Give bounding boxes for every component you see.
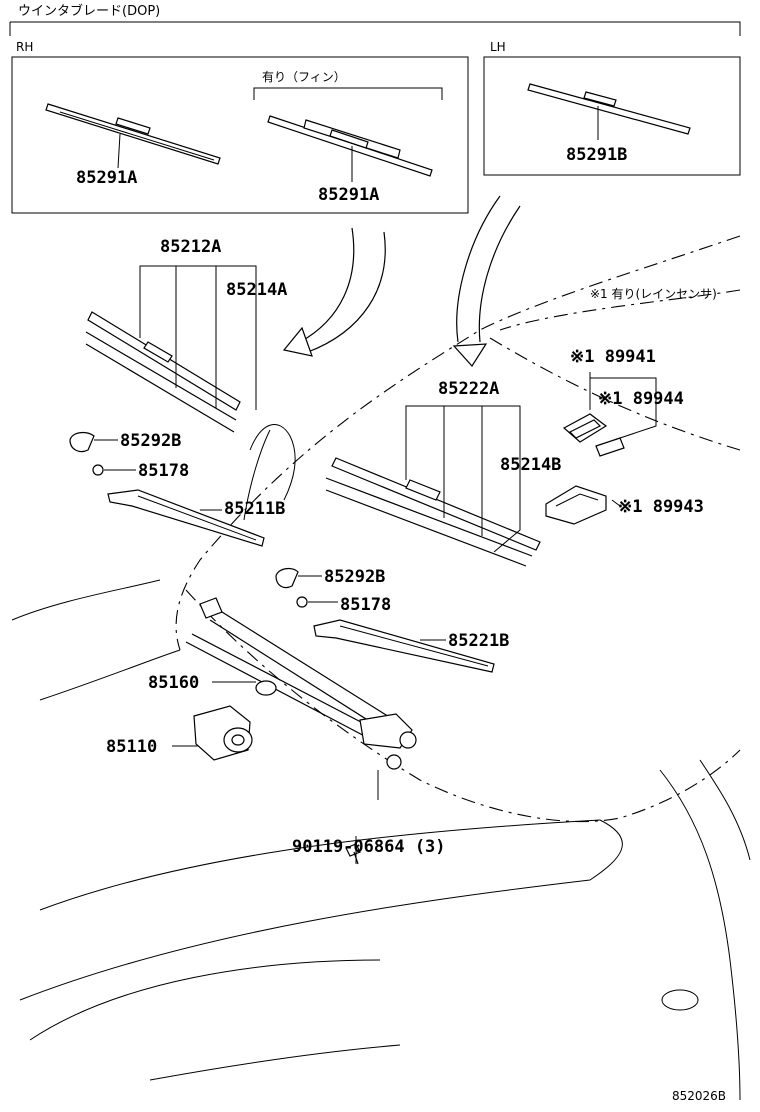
part-89943: ※1 89943 bbox=[618, 497, 704, 517]
blade-rh-fin[interactable] bbox=[267, 115, 433, 177]
part-85214B: 85214B bbox=[500, 455, 561, 475]
part-85292B-1: 85292B bbox=[120, 431, 181, 451]
body-outline bbox=[11, 235, 751, 1101]
mirror-outline bbox=[249, 424, 296, 501]
cowl-edge bbox=[185, 589, 741, 823]
part-85214A: 85214A bbox=[226, 280, 287, 300]
pillar-line bbox=[243, 429, 271, 521]
hood-line-2 bbox=[39, 649, 181, 701]
bracket-89941 bbox=[589, 372, 657, 441]
part-85211B: 85211B bbox=[224, 499, 285, 519]
part-89944: ※1 89944 bbox=[598, 389, 684, 409]
bumper-line bbox=[149, 1044, 401, 1081]
lh-frame bbox=[483, 56, 741, 176]
part-85291A-2: 85291A bbox=[318, 185, 379, 205]
blade-assembly-lh[interactable] bbox=[325, 457, 541, 567]
rain-sensor-parts[interactable] bbox=[545, 413, 625, 525]
lh-box: LH 85291B bbox=[483, 40, 741, 176]
cap-85292B-1[interactable] bbox=[69, 431, 95, 453]
bracket-85212A bbox=[139, 265, 257, 410]
header-bracket bbox=[9, 21, 741, 36]
part-90119: 90119-06864 (3) bbox=[292, 837, 446, 857]
part-85110: 85110 bbox=[106, 737, 157, 757]
lh-label: LH bbox=[490, 40, 506, 54]
windshield-top bbox=[499, 289, 741, 331]
header: ウインタブレード(DOP) bbox=[9, 3, 741, 36]
windshield-right bbox=[489, 337, 741, 451]
fin-bracket bbox=[253, 87, 443, 100]
blade-lh[interactable] bbox=[527, 83, 691, 135]
part-85221B: 85221B bbox=[448, 631, 509, 651]
nut-85178-1[interactable] bbox=[92, 464, 104, 476]
bracket-85222A bbox=[405, 405, 521, 553]
part-85291B: 85291B bbox=[566, 145, 627, 165]
rain-sensor-note: ※1 有り(レインセンサ) bbox=[590, 287, 717, 301]
rh-box: RH 有り（フィン） 85291A 85291A bbox=[11, 40, 469, 214]
rh-frame bbox=[11, 56, 469, 214]
part-85222A: 85222A bbox=[438, 379, 499, 399]
nut-85178-2[interactable] bbox=[296, 596, 308, 608]
blade-assembly-rh[interactable] bbox=[85, 311, 241, 433]
fin-label: 有り（フィン） bbox=[262, 70, 346, 84]
header-title: ウインタブレード(DOP) bbox=[18, 3, 160, 19]
linkage-85160[interactable] bbox=[185, 597, 417, 770]
part-85291A-1: 85291A bbox=[76, 168, 137, 188]
leader-85291A-1 bbox=[117, 133, 121, 169]
part-85178-1: 85178 bbox=[138, 461, 189, 481]
arrow-rh bbox=[282, 227, 386, 357]
part-85292B-2: 85292B bbox=[324, 567, 385, 587]
blade-rh-standard[interactable] bbox=[45, 103, 221, 165]
leader-89943 bbox=[611, 499, 621, 507]
fender-line bbox=[659, 769, 741, 1101]
hood-line-1 bbox=[11, 579, 161, 621]
leader-90119 bbox=[355, 770, 379, 864]
part-89941: ※1 89941 bbox=[570, 347, 656, 367]
arm-85211B[interactable] bbox=[107, 489, 265, 547]
hood-line-4 bbox=[19, 819, 623, 1001]
figure-code: 852026B bbox=[672, 1089, 726, 1103]
rh-label: RH bbox=[16, 40, 33, 54]
arrow-lh bbox=[452, 195, 521, 367]
motor-85110[interactable] bbox=[193, 705, 253, 761]
hood-line-5 bbox=[29, 959, 381, 1041]
cap-85292B-2[interactable] bbox=[275, 567, 299, 589]
hood-line-3 bbox=[39, 819, 601, 911]
side-marker bbox=[661, 989, 699, 1011]
part-85178-2: 85178 bbox=[340, 595, 391, 615]
fender-line-2 bbox=[699, 759, 751, 861]
arm-85221B[interactable] bbox=[313, 619, 495, 673]
part-85212A: 85212A bbox=[160, 237, 221, 257]
part-85160: 85160 bbox=[148, 673, 199, 693]
